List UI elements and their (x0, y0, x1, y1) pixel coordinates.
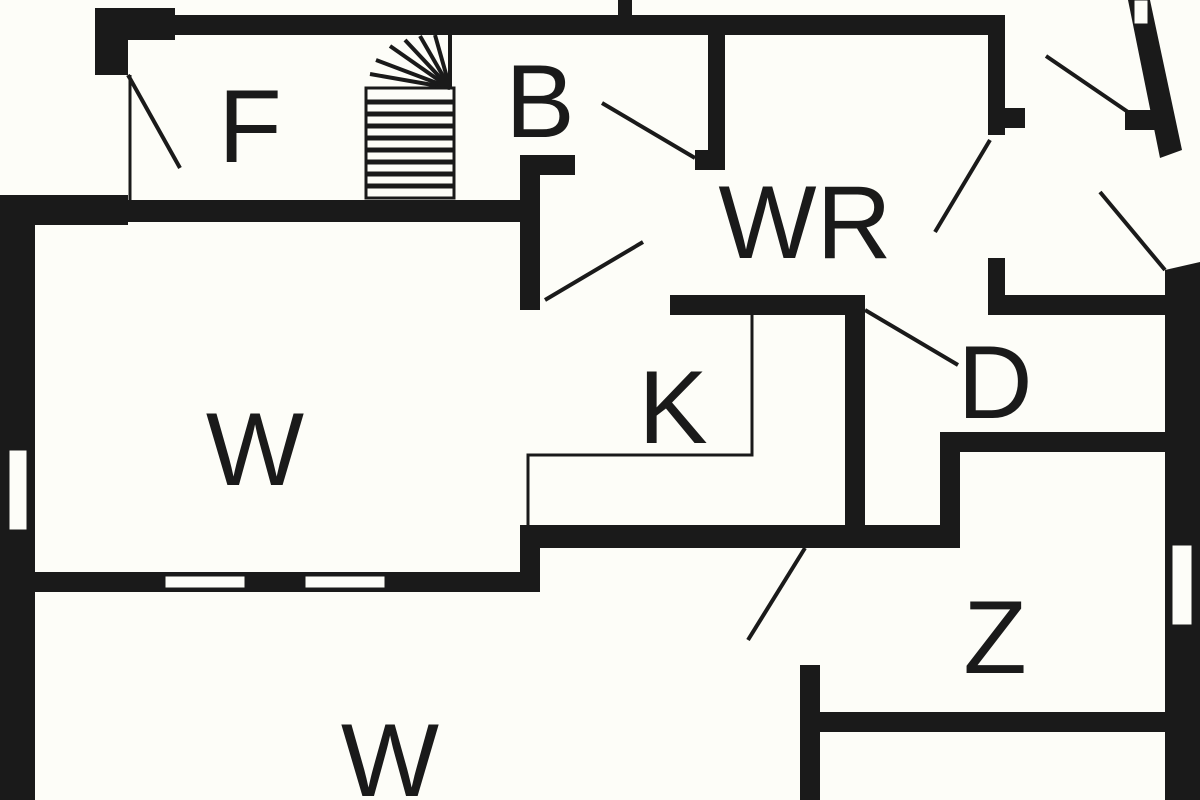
doors (126, 54, 1167, 642)
window (164, 575, 246, 589)
room-label-wr: WR (718, 165, 891, 281)
staircase (364, 34, 456, 200)
room-label-k: K (638, 350, 707, 466)
kitchen-counter (526, 312, 754, 525)
room-label-w-living: W (206, 392, 304, 508)
room-label-z: Z (963, 580, 1027, 696)
room-label-d: D (957, 325, 1032, 441)
window (1171, 544, 1193, 626)
window (1133, 0, 1149, 25)
room-label-f: F (218, 69, 282, 185)
room-label-w-lower: W (341, 703, 439, 800)
window (8, 449, 28, 531)
windows (8, 0, 1193, 626)
room-labels: F B WR K D W Z W (206, 44, 1033, 800)
window (304, 575, 386, 589)
room-label-b: B (505, 44, 574, 160)
